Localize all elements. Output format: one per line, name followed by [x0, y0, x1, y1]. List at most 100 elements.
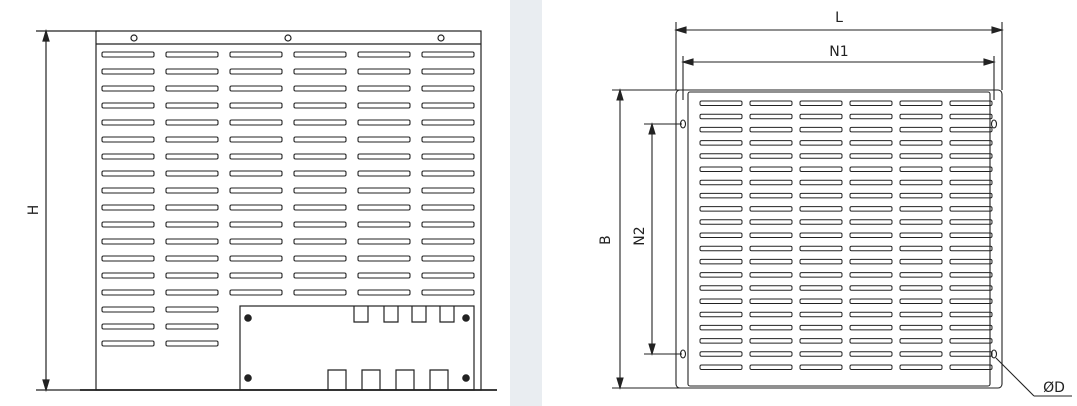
vent-slot	[799, 192, 843, 199]
vent-slot	[799, 166, 843, 172]
h-arrow-bottom	[42, 379, 50, 393]
mounting-hole-icon	[679, 349, 687, 359]
vent-slot	[357, 153, 411, 160]
vent-slot	[293, 204, 347, 211]
vent-slot	[899, 338, 943, 344]
vent-slot	[799, 100, 843, 106]
vent-slot	[229, 272, 283, 279]
vent-slot	[899, 153, 943, 159]
vent-slot	[101, 272, 155, 279]
vent-slot	[949, 206, 993, 212]
vent-slot	[799, 140, 843, 146]
vent-slot	[949, 166, 993, 172]
vent-slot	[229, 85, 283, 92]
vent-slot	[165, 323, 219, 330]
vent-slot	[749, 100, 793, 106]
vent-slot	[229, 68, 283, 75]
vent-slot	[749, 166, 793, 172]
vent-slot	[421, 272, 475, 279]
vent-slot	[749, 324, 793, 331]
vent-slot	[799, 351, 843, 357]
vent-slot	[799, 272, 843, 278]
vent-slot	[749, 311, 793, 318]
vent-slot	[421, 221, 475, 228]
vent-slot	[357, 187, 411, 194]
vent-slot	[357, 68, 411, 75]
vent-slot	[699, 100, 743, 106]
vent-slot	[899, 100, 943, 106]
side-vent-slots	[699, 100, 993, 370]
vent-slot	[849, 219, 893, 225]
b-label: B	[598, 235, 614, 245]
vent-slot	[899, 324, 943, 331]
vent-slot	[749, 351, 793, 357]
vent-slot	[101, 119, 155, 126]
vent-slot	[165, 204, 219, 211]
vent-slot	[949, 153, 993, 159]
vent-slot	[749, 192, 793, 199]
vent-slot	[293, 221, 347, 228]
vent-slot	[101, 238, 155, 245]
vent-slot	[899, 192, 943, 199]
vent-slot	[293, 187, 347, 194]
terminal-cover	[239, 305, 475, 391]
vent-slot	[849, 179, 893, 186]
vent-slot	[357, 119, 411, 126]
screw-icon	[437, 34, 445, 42]
upper-terminal-notches	[353, 306, 455, 323]
length-label: L	[835, 10, 843, 26]
vent-slot	[949, 272, 993, 278]
vent-slot	[849, 232, 893, 238]
vent-slot	[293, 289, 347, 296]
n2-arrow-bottom	[648, 343, 656, 356]
vent-slot	[899, 206, 943, 212]
vent-slot	[699, 272, 743, 278]
hole-leader-line	[995, 357, 1035, 397]
vent-slot	[357, 255, 411, 262]
front-vent-slots	[101, 51, 475, 347]
vent-slot	[165, 170, 219, 177]
vent-slot	[749, 232, 793, 238]
vent-slot	[165, 153, 219, 160]
vent-slot	[699, 113, 743, 120]
vent-slot	[849, 298, 893, 304]
vent-slot	[165, 272, 219, 279]
vent-slot	[899, 285, 943, 291]
vent-slot	[849, 338, 893, 344]
vent-slot	[699, 192, 743, 199]
vent-slot	[293, 51, 347, 58]
vent-slot	[699, 258, 743, 265]
vent-slot	[357, 204, 411, 211]
vent-slot	[229, 255, 283, 262]
vent-slot	[949, 258, 993, 265]
vent-slot	[949, 245, 993, 252]
vent-slot	[949, 100, 993, 106]
vent-slot	[699, 179, 743, 186]
vent-slot	[949, 324, 993, 331]
vent-slot	[899, 179, 943, 186]
vent-slot	[749, 206, 793, 212]
vent-slot	[849, 351, 893, 357]
mounting-hole-icon	[990, 119, 998, 129]
vent-slot	[749, 140, 793, 146]
vent-slot	[229, 238, 283, 245]
vent-slot	[849, 192, 893, 199]
enclosure-body	[687, 91, 991, 387]
cover-screw-icon	[462, 374, 470, 382]
vent-slot	[699, 338, 743, 344]
l-arrow-right	[991, 26, 1004, 34]
vent-slot	[421, 51, 475, 58]
vent-slot	[849, 153, 893, 159]
vent-slot	[101, 204, 155, 211]
vent-slot	[293, 136, 347, 143]
height-label: H	[26, 205, 42, 216]
vent-slot	[749, 179, 793, 186]
vent-slot	[799, 364, 843, 370]
vent-slot	[699, 311, 743, 318]
vent-slot	[749, 245, 793, 252]
vent-slot	[949, 311, 993, 318]
vent-slot	[949, 338, 993, 344]
vent-slot	[749, 285, 793, 291]
vent-slot	[849, 364, 893, 370]
